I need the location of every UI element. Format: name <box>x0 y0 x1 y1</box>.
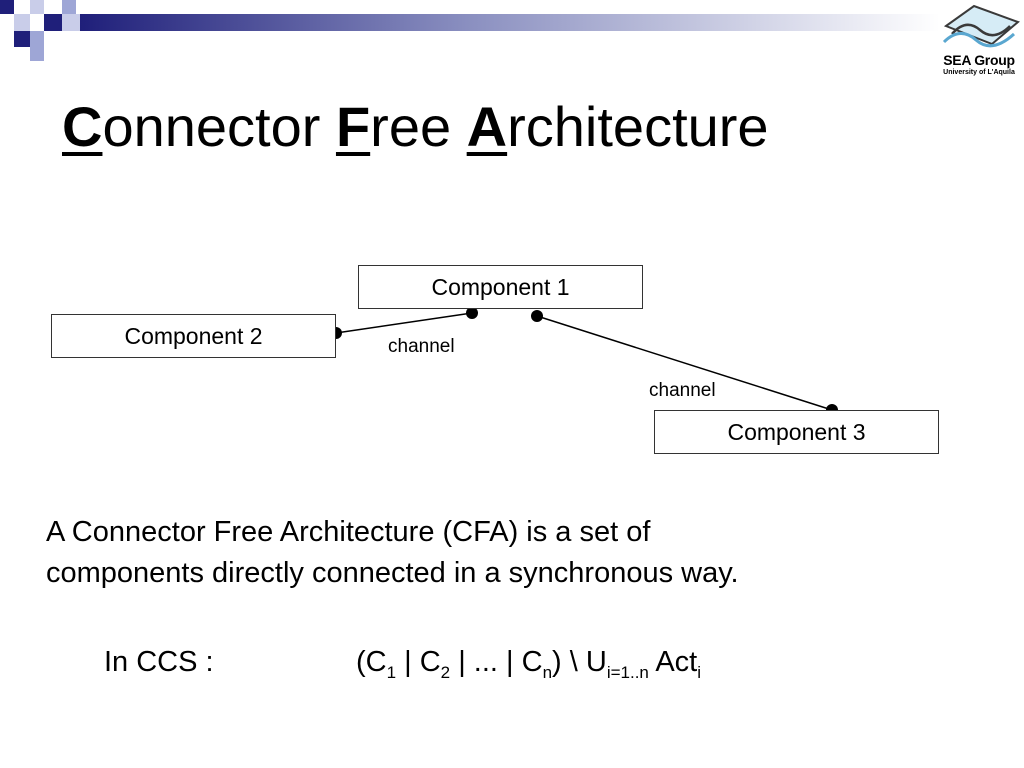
deco-square <box>0 0 14 14</box>
channel-line-c1-c2 <box>335 312 473 334</box>
deco-square <box>30 31 44 47</box>
channel-label-1: channel <box>388 336 455 357</box>
ccs-formula: (C1 | C2 | ... | Cn) \ Ui=1..n Acti <box>356 646 702 682</box>
title-initial-a: A <box>466 95 508 158</box>
title-word-architecture: rchitecture <box>507 95 769 158</box>
title-word-free: ree <box>370 95 452 158</box>
sea-group-logo: SEA Group University of L'Aquila <box>936 4 1022 80</box>
logo-subtitle: University of L'Aquila <box>943 69 1015 76</box>
ccs-label: In CCS : <box>104 646 214 678</box>
deco-square <box>62 14 80 31</box>
title-word-connector: onnector <box>102 95 321 158</box>
component-2-box: Component 2 <box>51 314 336 358</box>
description-line-1: A Connector Free Architecture (CFA) is a… <box>46 516 651 548</box>
title-initial-c: C <box>62 95 103 158</box>
channel-line-c1-c3 <box>536 315 833 411</box>
deco-square <box>14 31 30 47</box>
deco-square <box>14 14 30 31</box>
corner-decoration <box>0 0 940 61</box>
logo-title: SEA Group <box>943 52 1015 68</box>
slide-title: Connector Free Architecture <box>62 96 769 158</box>
deco-square <box>62 0 76 14</box>
description-line-2: components directly connected in a synch… <box>46 557 739 589</box>
deco-square <box>30 47 44 61</box>
port-dot <box>531 310 543 322</box>
deco-square <box>30 0 44 14</box>
description-text: A Connector Free Architecture (CFA) is a… <box>46 512 739 594</box>
title-initial-f: F <box>335 95 371 158</box>
deco-square <box>44 14 62 31</box>
logo-wave-icon <box>942 4 1020 48</box>
component-1-box: Component 1 <box>358 265 643 309</box>
channel-label-2: channel <box>649 380 716 401</box>
gradient-band <box>80 14 940 31</box>
port-dot <box>466 307 478 319</box>
component-3-box: Component 3 <box>654 410 939 454</box>
